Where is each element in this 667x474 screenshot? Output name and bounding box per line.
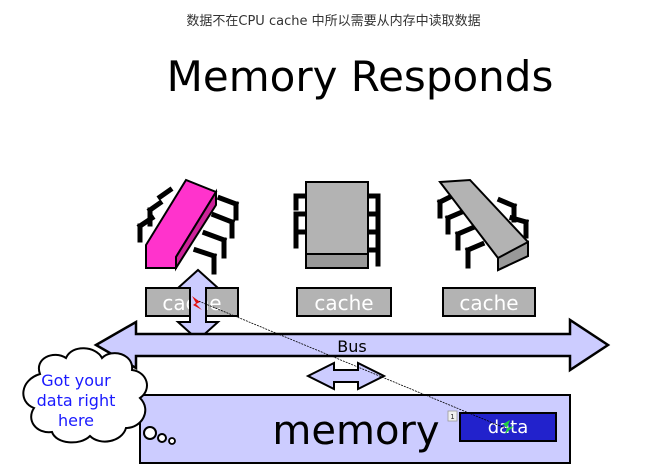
bubble-line-2: data right	[37, 391, 116, 410]
bubble-line-1: Got your	[41, 371, 111, 390]
cpu-chip-1	[140, 180, 236, 272]
cache-box-3: cache	[443, 288, 535, 316]
data-label: data	[488, 417, 529, 438]
memory-label: memory	[272, 408, 439, 454]
cache-box-2: cache	[297, 288, 391, 316]
cache-label-3: cache	[459, 291, 518, 315]
cpu-chip-2	[296, 182, 378, 268]
slot-number: 1	[450, 413, 454, 421]
data-slot: data 1	[448, 411, 556, 441]
cache-label-2: cache	[314, 291, 373, 315]
bubble-line-3: here	[58, 411, 94, 430]
cpu-chip-3	[440, 180, 528, 270]
bus-label: Bus	[337, 337, 366, 356]
bus-memory-arrow	[308, 363, 384, 389]
